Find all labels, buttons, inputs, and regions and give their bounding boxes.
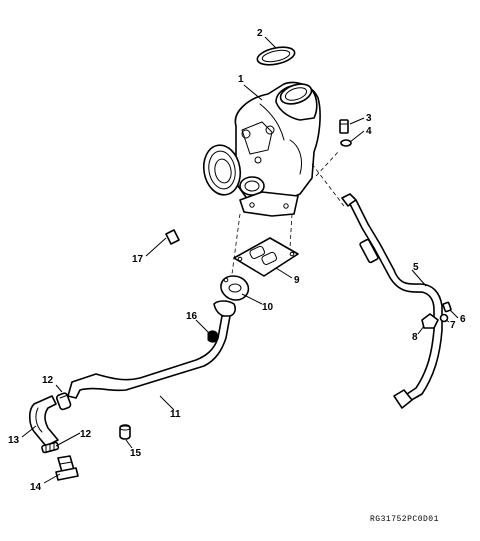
callout-2: 2: [257, 28, 263, 39]
part-15-plug: [119, 424, 131, 440]
part-7-nut: [439, 313, 449, 323]
callout-labels: 1 2 3 4 5 6 7 8 9 10 11 12 12 13 14 15 1…: [8, 28, 466, 493]
callout-3: 3: [366, 113, 372, 124]
part-9-gasket: [233, 237, 299, 277]
callout-9: 9: [294, 275, 300, 286]
callout-4: 4: [366, 126, 372, 137]
part-4-washer: [340, 139, 352, 147]
callout-14: 14: [30, 482, 42, 493]
part-16-clamp: [207, 330, 219, 343]
callout-17: 17: [132, 254, 144, 265]
callout-12-lower: 12: [80, 429, 92, 440]
callout-10: 10: [262, 302, 274, 313]
part-2-o-ring: [256, 46, 296, 66]
callout-15: 15: [130, 448, 142, 459]
part-13-elbow-hose: [28, 395, 59, 447]
part-11-drain-pipe: [67, 300, 236, 399]
callout-12-upper: 12: [42, 375, 54, 386]
part-17-plug: [165, 229, 180, 245]
callout-13: 13: [8, 435, 20, 446]
part-6-bolt: [442, 301, 452, 313]
reference-code: RG31752PC0D01: [370, 515, 439, 524]
part-12-ferrule-upper: [55, 392, 72, 411]
part-3-bolt: [339, 119, 349, 134]
part-10-flange-gasket: [220, 275, 250, 301]
callout-5: 5: [413, 262, 419, 273]
callout-1: 1: [238, 74, 244, 85]
part-14-adapter-fitting: [55, 455, 79, 481]
part-1-turbocharger: [202, 81, 321, 217]
callout-8: 8: [412, 332, 418, 343]
leader-lines: [21, 36, 459, 484]
callout-11: 11: [170, 409, 181, 420]
callout-6: 6: [460, 314, 466, 325]
callout-7: 7: [450, 320, 456, 331]
callout-16: 16: [186, 311, 198, 322]
part-5-supply-line: [341, 193, 443, 409]
